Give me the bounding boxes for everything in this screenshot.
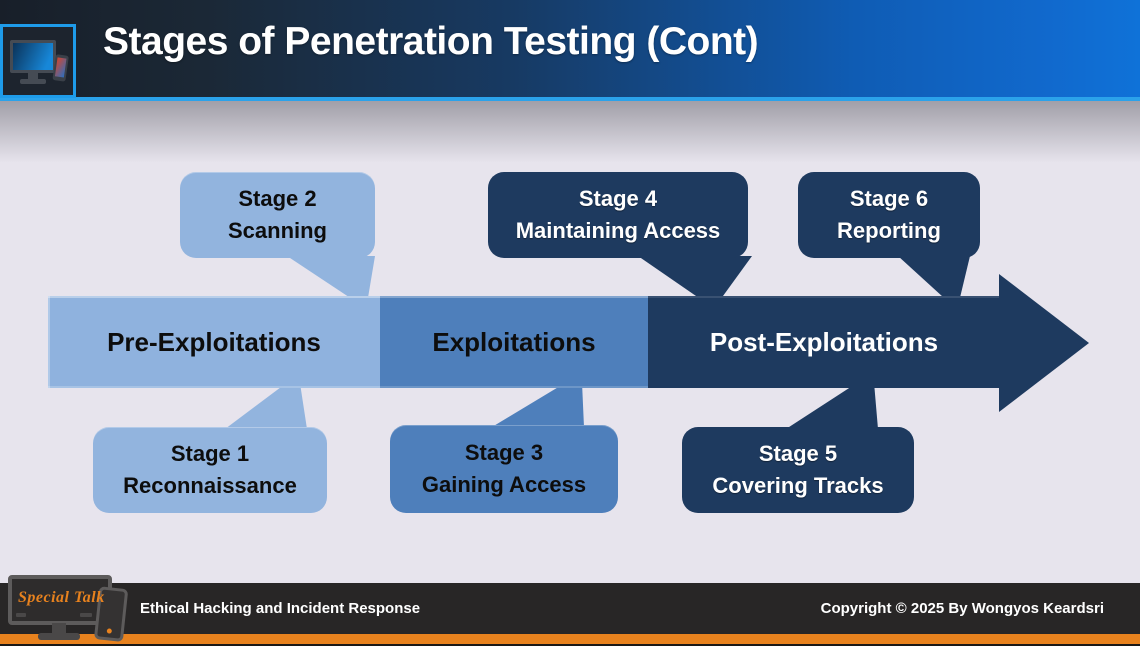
- phase-label: Exploitations: [432, 326, 596, 357]
- stage-number: Stage 2: [238, 186, 317, 211]
- course-title: Ethical Hacking and Incident Response: [140, 600, 421, 617]
- stage-6-callout: Stage 6 Reporting: [798, 172, 980, 258]
- copyright-text: Copyright © 2025 By Wongyos Keardsri: [820, 600, 1104, 617]
- stage-5-callout: Stage 5 Covering Tracks: [682, 427, 914, 513]
- stage-name: Reporting: [837, 218, 941, 243]
- callout-tail-stage-3: [492, 386, 584, 427]
- stage-number: Stage 6: [849, 186, 929, 211]
- stage-name: Scanning: [227, 218, 327, 243]
- header-logo: [0, 24, 76, 98]
- phase-label: Pre-Exploitations: [107, 326, 321, 357]
- footer-logo: Special Talk: [6, 575, 136, 645]
- phase-post-exploitations: Post-Exploitations: [648, 296, 1000, 388]
- stage-number: Stage 4: [578, 186, 658, 211]
- stage-3-callout: Stage 3 Gaining Access: [390, 425, 618, 513]
- stage-1-callout: Stage 1 Reconnaissance: [93, 427, 327, 513]
- phase-label: Post-Exploitations: [709, 326, 939, 357]
- footer-base-line: [0, 644, 1140, 646]
- callout-tail-stage-4: [638, 256, 752, 300]
- stage-number: Stage 1: [170, 441, 250, 466]
- stage-number: Stage 3: [464, 440, 544, 465]
- stage-4-callout: Stage 4 Maintaining Access: [488, 172, 748, 258]
- desktop-and-smartphone-icon: [10, 40, 69, 84]
- callout-tail-stage-5: [786, 386, 878, 429]
- callout-tail-stage-6: [898, 256, 970, 298]
- stage-number: Stage 5: [758, 441, 838, 466]
- header-shadow: [0, 101, 1140, 163]
- slide-footer: Special Talk Ethical Hacking and Inciden…: [0, 575, 1140, 646]
- footer-accent-stripe: [0, 634, 1140, 644]
- phase-pre-exploitations: Pre-Exploitations: [48, 296, 380, 388]
- footer-bar: [0, 583, 1140, 634]
- callout-tail-stage-2: [287, 256, 375, 298]
- desktop-and-smartphone-icon: [8, 575, 128, 642]
- phase-exploitations: Exploitations: [380, 296, 648, 388]
- brand-label: Special Talk: [18, 589, 105, 606]
- stage-name: Covering Tracks: [712, 473, 884, 498]
- slide-header: Stages of Penetration Testing (Cont): [0, 0, 1140, 101]
- arrow-head: [999, 274, 1089, 412]
- stage-name: Gaining Access: [421, 472, 587, 497]
- stage-2-callout: Stage 2 Scanning: [180, 172, 375, 258]
- stage-name: Maintaining Access: [515, 218, 721, 243]
- page-title: Stages of Penetration Testing (Cont): [103, 20, 759, 63]
- callout-tail-stage-1: [225, 386, 307, 429]
- stage-name: Reconnaissance: [123, 473, 297, 498]
